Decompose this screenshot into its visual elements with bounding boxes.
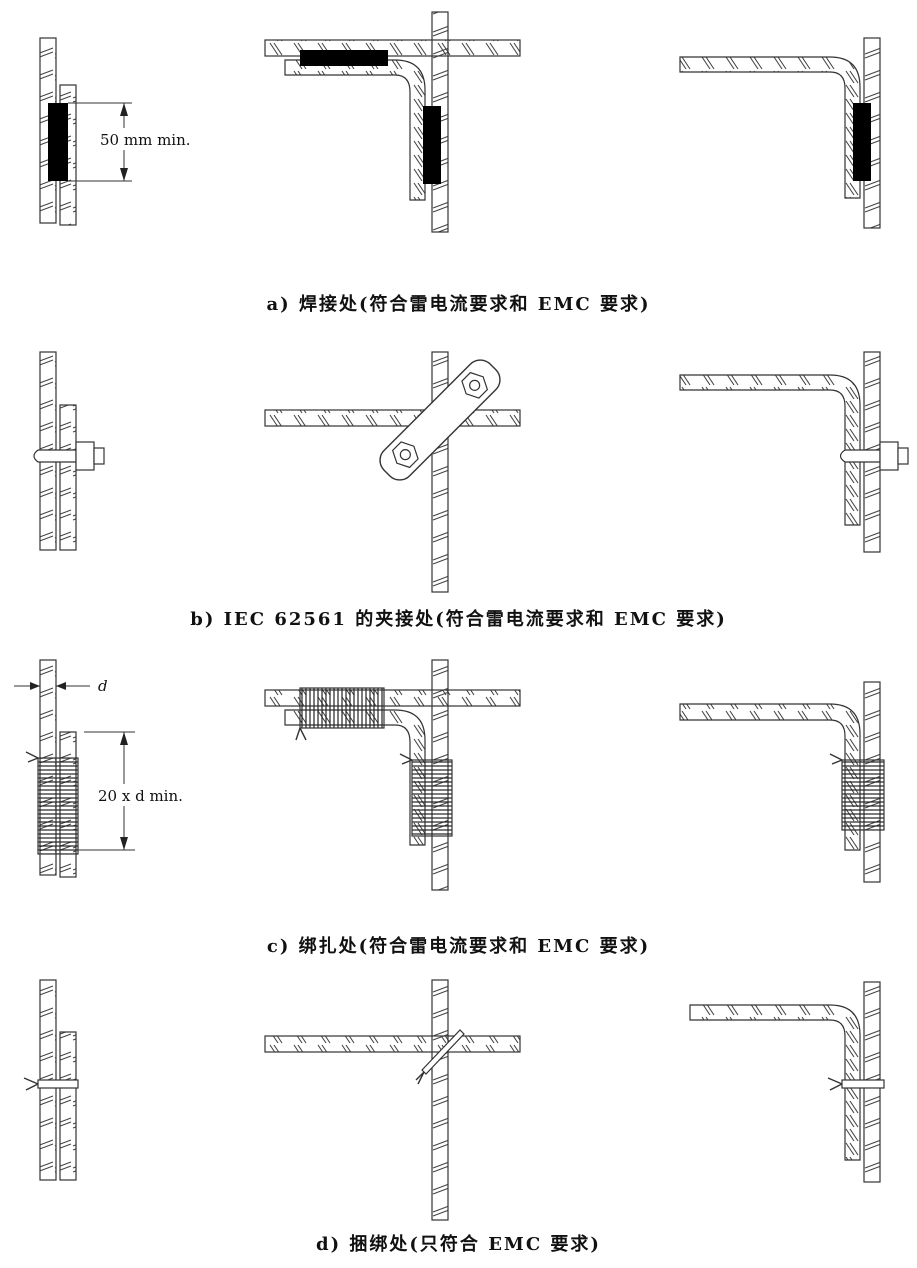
welded-joints-drawing: 50 mm min. (39, 11, 881, 233)
bound-bent-bar (689, 981, 885, 1183)
caption-d: d) 捆绑处(只符合 EMC 要求) (316, 1234, 601, 1255)
dimension-d-label: d (98, 677, 108, 695)
caption-c: c) 绑扎处(符合雷电流要求和 EMC 要求) (266, 936, 651, 957)
bound-parallel-bars (23, 979, 79, 1181)
row-d-bound: d) 捆绑处(只符合 EMC 要求) (0, 960, 917, 1268)
wire-coil-vertical (411, 759, 453, 837)
dimension-50mm-label: 50 mm min. (100, 131, 191, 149)
weld-bar-vertical (423, 106, 441, 184)
tie-wire (37, 1079, 79, 1089)
clamped-parallel-bars (33, 351, 105, 551)
wire-coil (841, 759, 885, 831)
bound-crossing-bars (264, 979, 521, 1221)
row-c-tied: d 20 x d min. (0, 640, 917, 960)
wire-coil-horizontal (299, 687, 385, 729)
welded-bent-bar (679, 37, 881, 229)
row-b-clamped: b) IEC 62561 的夹接处(符合雷电流要求和 EMC 要求) (0, 330, 917, 640)
tied-crossing-bars (264, 659, 521, 891)
clamp-plate (379, 359, 501, 481)
nut-icon (879, 441, 899, 471)
caption-b: b) IEC 62561 的夹接处(符合雷电流要求和 EMC 要求) (190, 609, 727, 630)
nut-icon (75, 441, 95, 471)
bound-joints-drawing (23, 979, 885, 1221)
caption-a: a) 焊接处(符合雷电流要求和 EMC 要求) (266, 294, 651, 315)
weld-bar (48, 103, 68, 181)
weld-bar-horizontal (300, 50, 388, 66)
welded-parallel-bars: 50 mm min. (39, 37, 198, 226)
wire-coil (37, 757, 79, 855)
clamped-crossing-bars (264, 351, 521, 593)
clamped-joints-drawing (33, 351, 909, 593)
tied-joints-drawing: d 20 x d min. (14, 659, 885, 891)
tied-parallel-bars: d 20 x d min. (14, 659, 220, 878)
dimension-20d-label: 20 x d min. (98, 787, 183, 805)
row-a-welded: 50 mm min. a) 焊接处(符合雷电流要求和 EMC 要求) (0, 0, 917, 330)
tie-wire (841, 1079, 885, 1089)
tied-bent-bar (679, 681, 885, 883)
tie-wire (421, 1029, 465, 1075)
welded-crossing-bars (264, 11, 521, 233)
clamped-bent-bar (679, 351, 909, 553)
weld-bar (853, 103, 871, 181)
